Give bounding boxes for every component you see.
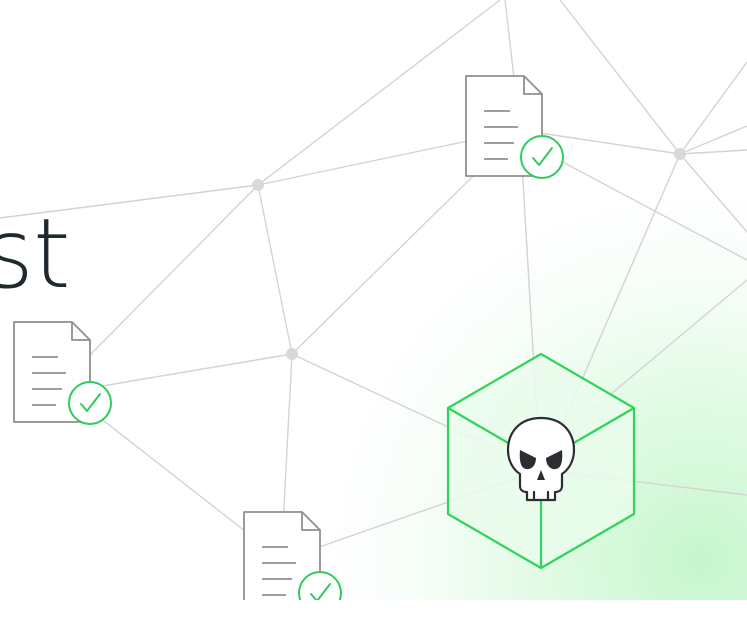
network-nodes — [252, 148, 686, 360]
cube-icon — [446, 352, 636, 570]
check-circle-icon — [68, 381, 112, 425]
document-icon — [13, 321, 112, 425]
bottom-band — [0, 600, 747, 618]
network-node — [674, 148, 686, 160]
network-node — [252, 179, 264, 191]
check-circle-icon — [520, 135, 564, 179]
headline-text: st — [0, 198, 71, 310]
document-icon — [465, 75, 564, 179]
skull-icon — [506, 416, 576, 502]
document-icon — [243, 511, 342, 615]
network-node — [286, 348, 298, 360]
